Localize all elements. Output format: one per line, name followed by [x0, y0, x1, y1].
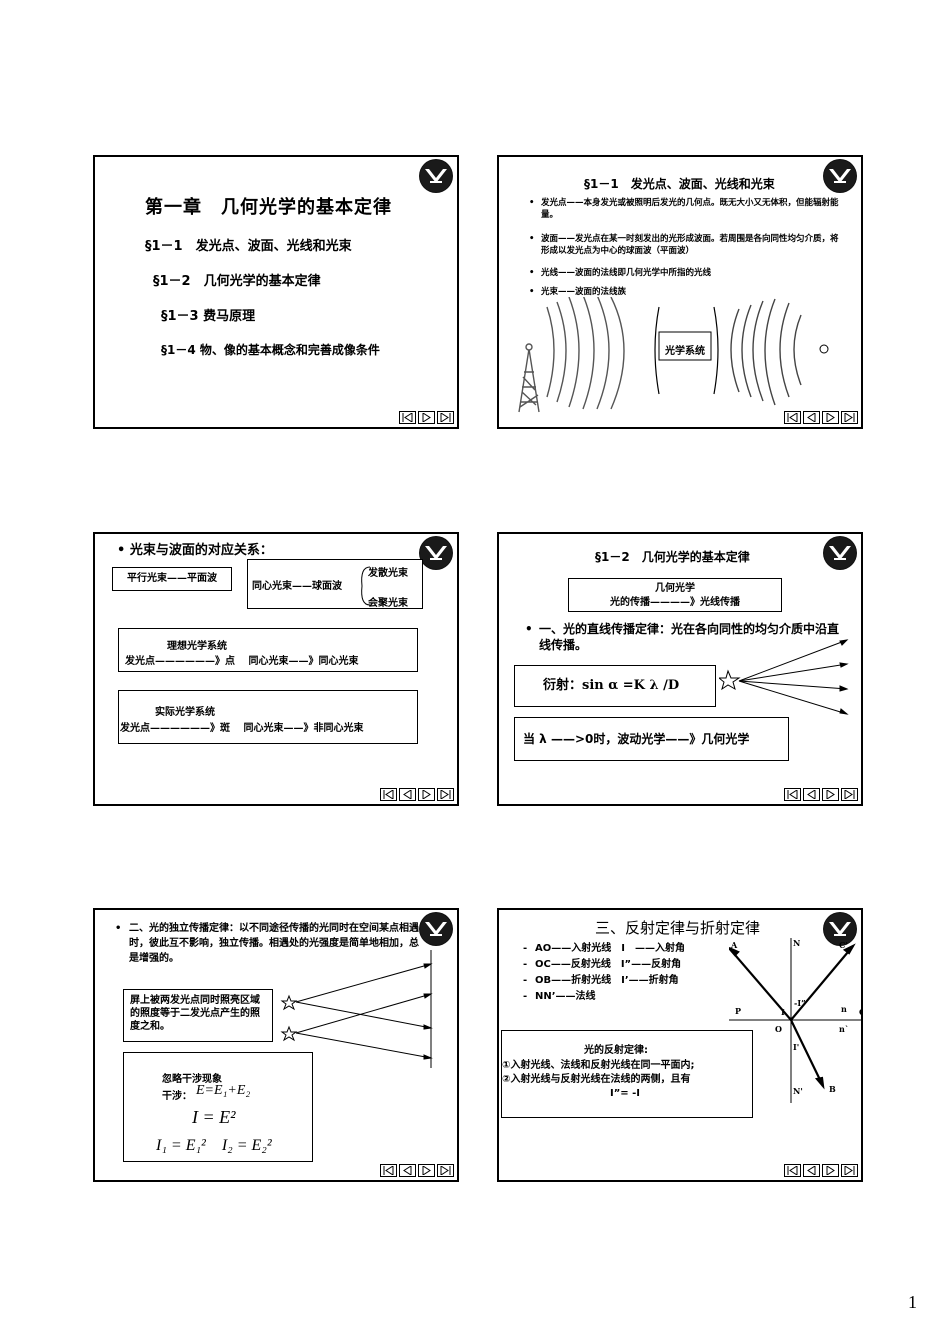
first-slide-button[interactable] — [380, 788, 397, 801]
ideal-system-box: 理想光学系统 发光点——————》点 同心光束——》同心光束 — [118, 628, 418, 672]
reflection-law-box: 光的反射定律: ①入射光线、法线和反射光线在同一平面内; ②入射光线与反射光线在… — [501, 1030, 753, 1118]
bullet-item: •波面——发光点在某一时刻发出的光形成波面。若周围是各向同性均匀介质，将形成以发… — [529, 234, 839, 256]
two-source-diagram — [280, 950, 433, 1068]
next-slide-button[interactable] — [418, 1164, 435, 1177]
toc-item[interactable]: §1－3 费马原理 — [161, 309, 256, 324]
slide-nav — [380, 788, 454, 801]
toc-item[interactable]: §1－2 几何光学的基本定律 — [153, 274, 321, 289]
toc-item[interactable]: §1－4 物、像的基本概念和完善成像条件 — [161, 343, 380, 357]
slide-title: 三、反射定律与折射定律 — [595, 919, 761, 937]
last-slide-button[interactable] — [437, 788, 454, 801]
emblem-logo — [419, 159, 453, 193]
label-I: I — [781, 1007, 785, 1017]
slide-nav — [784, 1164, 858, 1177]
prev-slide-button[interactable] — [399, 1164, 416, 1177]
definition-item: -AO——入射光线 I ——入射角 — [523, 943, 685, 954]
last-slide-button[interactable] — [841, 411, 858, 424]
bullet-item: •发光点——本身发光或被照明后发光的几何点。既无大小又无体积，但能辐射能量。 — [529, 198, 839, 220]
slide-nav — [399, 411, 454, 424]
slide-2: §1－1 发光点、波面、光线和光束 •发光点——本身发光或被照明后发光的几何点。… — [497, 155, 863, 429]
label-C: C' — [839, 940, 848, 950]
slide-6: 三、反射定律与折射定律 -AO——入射光线 I ——入射角 -OC——反射光线 … — [497, 908, 863, 1182]
slide-title: §1－1 发光点、波面、光线和光束 — [584, 177, 775, 191]
last-slide-button[interactable] — [437, 1164, 454, 1177]
screen-illumination-box: 屏上被两发光点同时照亮区域的照度等于二发光点产生的照度之和。 — [123, 989, 273, 1042]
emblem-logo — [823, 536, 857, 570]
slide-5: •二、光的独立传播定律：以不同途径传播的光同时在空间某点相遇时，彼此互不影响，独… — [93, 908, 459, 1182]
real-system-box: 实际光学系统 发光点——————》斑 同心光束——》非同心光束 — [118, 690, 418, 744]
label-N-prime: N' — [793, 1086, 803, 1096]
label-A: A — [731, 940, 738, 950]
first-slide-button[interactable] — [784, 411, 801, 424]
last-slide-button[interactable] — [841, 1164, 858, 1177]
toc-item[interactable]: §1－1 发光点、波面、光线和光束 — [145, 239, 352, 254]
label-P: P — [735, 1006, 742, 1016]
bullet-item: •二、光的独立传播定律：以不同途径传播的光同时在空间某点相遇时，彼此互不影响，独… — [115, 923, 419, 964]
first-slide-button[interactable] — [380, 1164, 397, 1177]
definition-item: -NN’——法线 — [523, 991, 596, 1002]
first-slide-button[interactable] — [784, 1164, 801, 1177]
next-slide-button[interactable] — [822, 411, 839, 424]
slide-nav — [784, 411, 858, 424]
diffraction-box: 衍射：sin α =K λ /D — [514, 665, 716, 707]
concentric-beam-box: 同心光束——球面波 发散光束 会聚光束 — [247, 559, 423, 609]
label-N: N — [793, 938, 801, 948]
slide-3: • 光束与波面的对应关系： 平行光束——平面波 同心光束——球面波 发散光束 会… — [93, 532, 459, 806]
label-n: n — [841, 1004, 847, 1014]
label-Q: Q — [859, 1007, 861, 1017]
next-slide-button[interactable] — [418, 411, 435, 424]
label-I-reflect: -I” — [794, 998, 806, 1008]
interference-box: 忽略干涉现象 干涉： E=E₁+E₂ I = E² I₁ = E₁² I₂ = … — [123, 1052, 313, 1162]
emblem-logo — [419, 536, 453, 570]
next-slide-button[interactable] — [822, 788, 839, 801]
slide-1: 第一章 几何光学的基本定律 §1－1 发光点、波面、光线和光束 §1－2 几何光… — [93, 155, 459, 429]
slide-title: 第一章 几何光学的基本定律 — [145, 197, 392, 218]
last-slide-button[interactable] — [841, 788, 858, 801]
label-n-prime: n` — [839, 1024, 849, 1034]
definition-item: -OC——反射光线 I”——反射角 — [523, 959, 682, 970]
last-slide-button[interactable] — [437, 411, 454, 424]
label-O: O — [775, 1024, 782, 1034]
prev-slide-button[interactable] — [803, 788, 820, 801]
optical-system-label: 光学系统 — [665, 346, 705, 357]
prev-slide-button[interactable] — [803, 1164, 820, 1177]
slide-nav — [380, 1164, 454, 1177]
reflection-refraction-diagram — [729, 938, 861, 1103]
rays-diagram — [719, 639, 849, 715]
wavefront-diagram — [518, 297, 829, 413]
emblem-logo — [419, 912, 453, 946]
slide-nav — [784, 788, 858, 801]
bullet-item: •光束——波面的法线族 — [529, 287, 627, 297]
geometric-optics-box: 几何光学光的传播————》光线传播 — [568, 578, 782, 612]
label-I-refract: I' — [793, 1042, 800, 1052]
slide-4: §1－2 几何光学的基本定律 几何光学光的传播————》光线传播 •一、光的直线… — [497, 532, 863, 806]
limit-box: 当 λ ——>0时，波动光学——》几何光学 — [514, 717, 789, 761]
prev-slide-button[interactable] — [803, 411, 820, 424]
next-slide-button[interactable] — [418, 788, 435, 801]
next-slide-button[interactable] — [822, 1164, 839, 1177]
first-slide-button[interactable] — [784, 788, 801, 801]
prev-slide-button[interactable] — [399, 788, 416, 801]
page-number: 1 — [908, 1292, 917, 1312]
slide-heading: • 光束与波面的对应关系： — [117, 543, 273, 558]
label-B: B — [829, 1084, 836, 1094]
bullet-item: •一、光的直线传播定律：光在各向同性的均匀介质中沿直线传播。 — [525, 622, 840, 652]
first-slide-button[interactable] — [399, 411, 416, 424]
emblem-logo — [823, 159, 857, 193]
emblem-logo — [823, 912, 857, 946]
bullet-item: •光线——波面的法线即几何光学中所指的光线 — [529, 268, 712, 278]
definition-item: -OB——折射光线 I’——折射角 — [523, 975, 679, 986]
parallel-beam-box: 平行光束——平面波 — [112, 567, 232, 591]
slide-title: §1－2 几何光学的基本定律 — [595, 550, 750, 564]
